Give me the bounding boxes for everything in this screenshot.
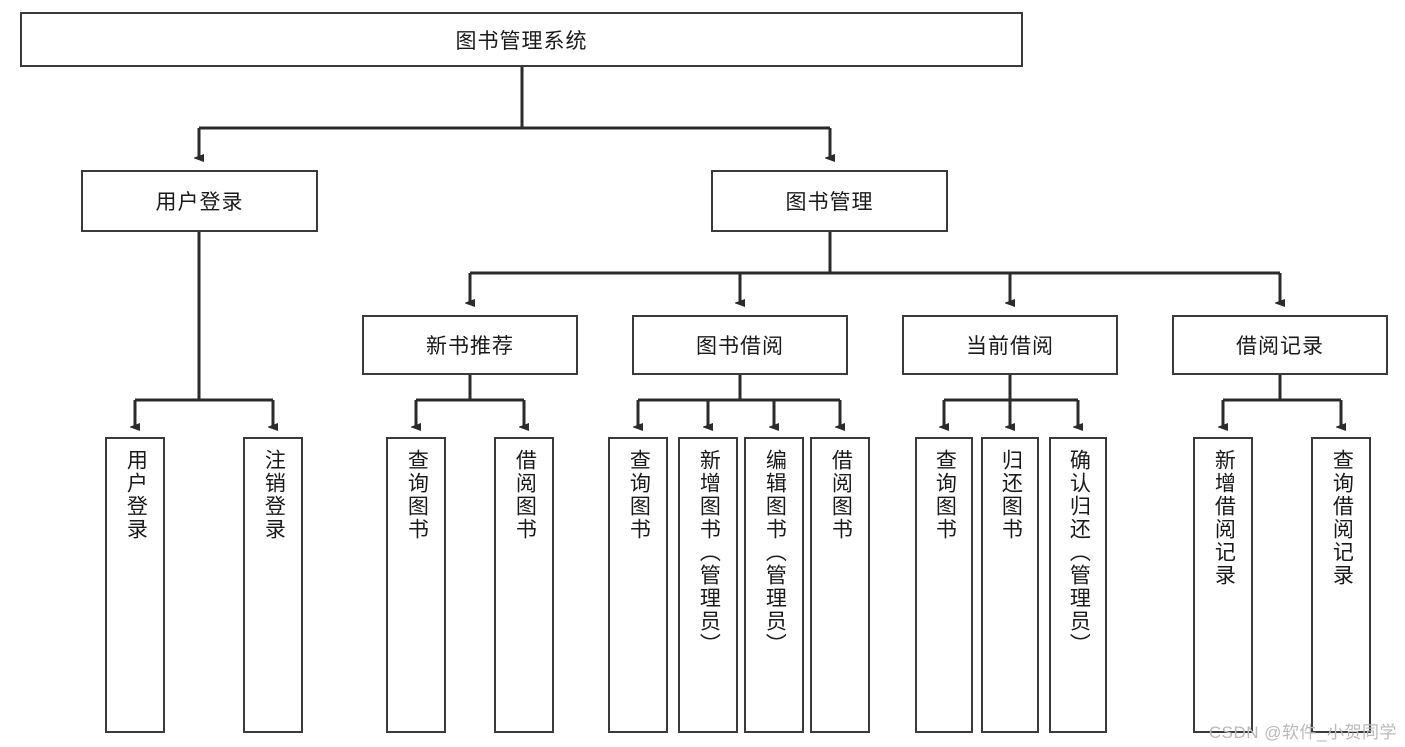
leaf-new-book-borrow-label: 借阅图书 <box>513 449 537 541</box>
leaf-current-query-book-label: 查询图书 <box>933 449 957 541</box>
leaf-user-login-signin[interactable]: 用户登录 <box>105 437 165 733</box>
node-borrow-records[interactable]: 借阅记录 <box>1172 315 1388 375</box>
leaf-borrow-edit-book[interactable]: 编辑图书（管理员） <box>744 437 804 733</box>
leaf-borrow-query-book[interactable]: 查询图书 <box>608 437 668 733</box>
leaf-current-query-book[interactable]: 查询图书 <box>915 437 973 733</box>
node-borrow-records-label: 借阅记录 <box>1236 335 1324 358</box>
leaf-current-confirm-return[interactable]: 确认归还（管理员） <box>1049 437 1107 733</box>
leaf-current-return-book[interactable]: 归还图书 <box>981 437 1039 733</box>
node-book-borrow-label: 图书借阅 <box>696 335 784 358</box>
node-book-borrow[interactable]: 图书借阅 <box>632 315 848 375</box>
leaf-borrow-query-book-label: 查询图书 <box>627 449 651 541</box>
node-root[interactable]: 图书管理系统 <box>20 12 1023 67</box>
node-root-label: 图书管理系统 <box>455 29 588 53</box>
leaf-current-confirm-return-label: 确认归还（管理员） <box>1067 449 1091 656</box>
node-current-borrow[interactable]: 当前借阅 <box>902 315 1118 375</box>
leaf-borrow-add-book[interactable]: 新增图书（管理员） <box>678 437 738 733</box>
node-user-login[interactable]: 用户登录 <box>81 170 318 232</box>
node-new-book-recommend-label: 新书推荐 <box>426 335 514 358</box>
leaf-borrow-add-book-label: 新增图书（管理员） <box>697 449 721 656</box>
leaf-user-login-signout-label: 注销登录 <box>262 449 286 541</box>
leaf-records-query-label: 查询借阅记录 <box>1330 449 1354 587</box>
node-book-management-label: 图书管理 <box>785 191 874 214</box>
node-current-borrow-label: 当前借阅 <box>966 335 1054 358</box>
csdn-watermark: CSDN @软件_小贺同学 <box>1208 723 1397 742</box>
leaf-user-login-signin-label: 用户登录 <box>124 449 148 541</box>
leaf-records-add-label: 新增借阅记录 <box>1212 449 1236 587</box>
leaf-borrow-edit-book-label: 编辑图书（管理员） <box>763 449 787 656</box>
node-book-management[interactable]: 图书管理 <box>711 170 948 232</box>
leaf-borrow-borrow-book[interactable]: 借阅图书 <box>810 437 870 733</box>
leaf-new-book-query[interactable]: 查询图书 <box>386 437 446 733</box>
node-user-login-label: 用户登录 <box>155 191 244 214</box>
leaf-user-login-signout[interactable]: 注销登录 <box>243 437 303 733</box>
leaf-records-add[interactable]: 新增借阅记录 <box>1193 437 1253 733</box>
leaf-borrow-borrow-book-label: 借阅图书 <box>829 449 853 541</box>
leaf-new-book-borrow[interactable]: 借阅图书 <box>494 437 554 733</box>
leaf-records-query[interactable]: 查询借阅记录 <box>1311 437 1371 733</box>
node-new-book-recommend[interactable]: 新书推荐 <box>362 315 578 375</box>
leaf-new-book-query-label: 查询图书 <box>405 449 429 541</box>
leaf-current-return-book-label: 归还图书 <box>999 449 1023 541</box>
